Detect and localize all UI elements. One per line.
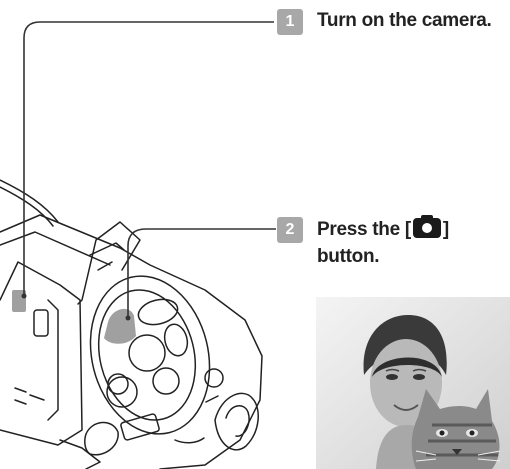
step-2-text: Press the [] button. (317, 216, 449, 270)
photo-button-highlight (104, 309, 136, 344)
sample-photo (316, 297, 510, 469)
leader-line-step-2 (128, 229, 276, 318)
step-2-badge: 2 (277, 217, 303, 243)
step-2-text-after: ] (443, 219, 449, 240)
step-1-text: Turn on the camera. (317, 7, 492, 34)
leader-line-step-1 (24, 22, 274, 296)
camera-icon (413, 218, 441, 238)
step-2-text-line2: button. (317, 246, 379, 267)
step-1-badge: 1 (277, 9, 303, 35)
step-2-text-before: Press the [ (317, 219, 411, 240)
